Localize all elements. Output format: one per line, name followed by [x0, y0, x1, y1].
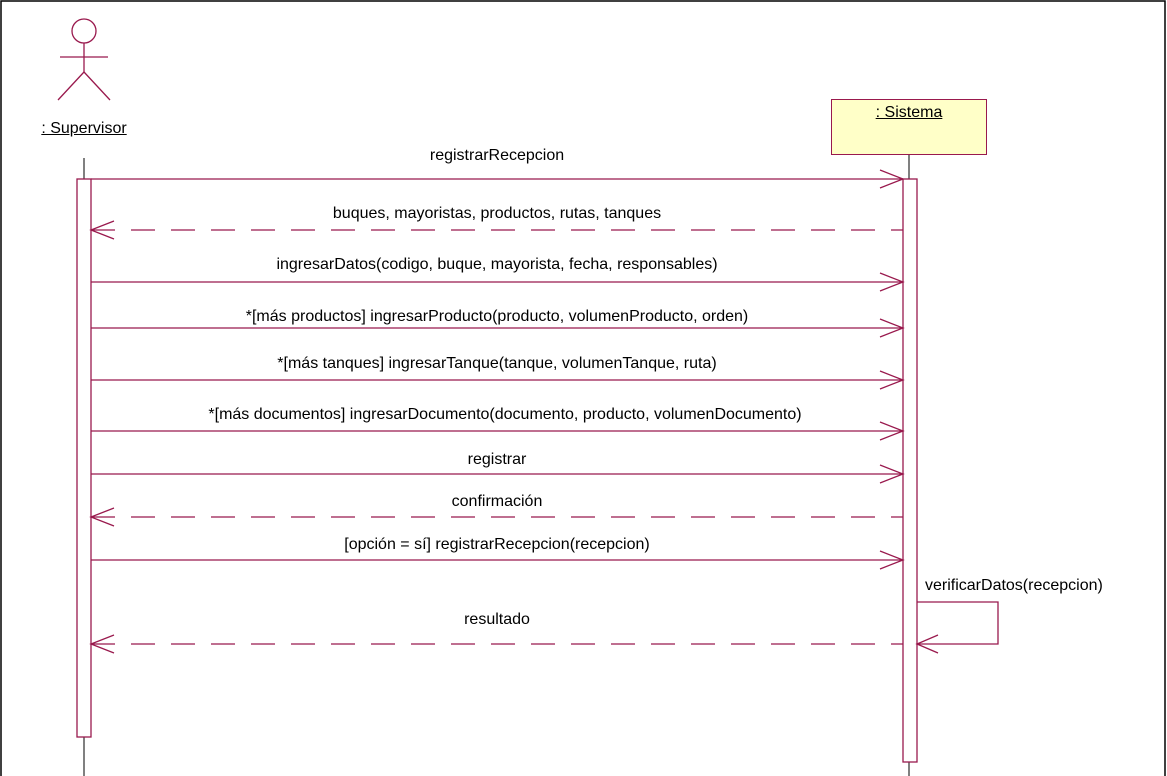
arrowhead-m9: [879, 550, 905, 570]
sistema-activation-bar: [902, 178, 918, 763]
arrowhead-m6: [879, 421, 905, 441]
message-label-m11: resultado: [464, 611, 530, 628]
arrowhead-m11: [89, 634, 115, 654]
message-label-m2: buques, mayoristas, productos, rutas, ta…: [332, 205, 662, 222]
message-label-m3: ingresarDatos(codigo, buque, mayorista, …: [276, 256, 718, 273]
supervisor-actor-name: : Supervisor: [41, 120, 127, 137]
arrowhead-m5: [879, 370, 905, 390]
message-label-m5: *[más tanques] ingresarTanque(tanque, vo…: [277, 355, 717, 372]
arrowhead-m7: [879, 464, 905, 484]
arrowhead-m3: [879, 272, 905, 292]
supervisor-activation-bar: [76, 178, 92, 738]
message-label-m1: registrarRecepcion: [429, 147, 565, 164]
arrowhead-m2: [89, 220, 115, 240]
message-label-m4: *[más productos] ingresarProducto(produc…: [245, 308, 749, 325]
sistema-object-name: : Sistema: [875, 104, 943, 121]
message-label-m9: [opción = sí] registrarRecepcion(recepci…: [344, 536, 650, 553]
arrowhead-m10: [915, 634, 939, 654]
arrowhead-m1: [879, 169, 905, 189]
message-arrow-m10: [917, 601, 999, 645]
actor-stick-figure: [57, 18, 111, 101]
message-label-m6: *[más documentos] ingresarDocumento(docu…: [208, 406, 802, 423]
sistema-object-box: [831, 99, 987, 155]
message-label-m8: confirmación: [451, 493, 543, 510]
message-label-m7: registrar: [467, 451, 527, 468]
arrowhead-m8: [89, 507, 115, 527]
message-label-m10: verificarDatos(recepcion): [925, 577, 1103, 594]
arrowhead-m4: [879, 318, 905, 338]
